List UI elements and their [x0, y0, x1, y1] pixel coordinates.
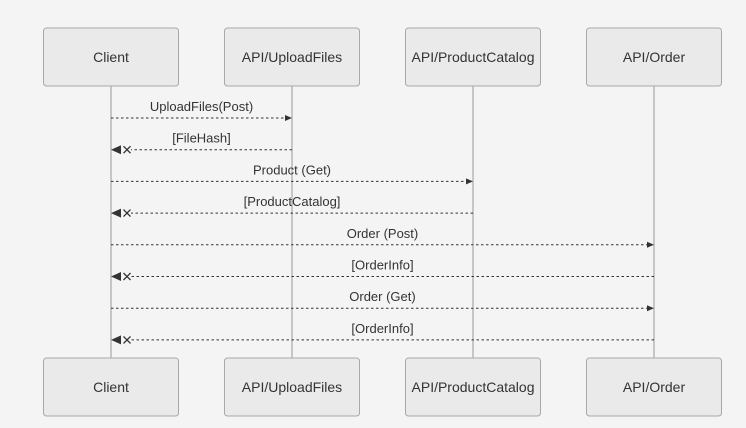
- message-label: [OrderInfo]: [351, 321, 413, 336]
- actor-order-bottom: API/Order: [586, 357, 722, 417]
- actor-label: Client: [93, 49, 129, 65]
- message-2-request: Product (Get): [111, 162, 473, 185]
- message-label: Order (Post): [347, 226, 419, 241]
- actor-label: API/Order: [623, 379, 686, 395]
- actor-label: API/UploadFiles: [242, 379, 342, 395]
- actor-box: [43, 27, 179, 87]
- message-label: [ProductCatalog]: [244, 194, 341, 209]
- arrowhead: [111, 335, 121, 345]
- message-1-response: [FileHash]: [111, 131, 292, 155]
- arrowhead: [285, 115, 292, 121]
- cross-icon: [123, 145, 131, 154]
- actor-label: API/UploadFiles: [242, 49, 342, 65]
- actor-label: API/Order: [623, 49, 686, 65]
- message-label: Order (Get): [349, 289, 415, 304]
- actor-box: [405, 357, 541, 417]
- cross-icon: [123, 209, 131, 218]
- message-label: [FileHash]: [172, 131, 231, 146]
- actor-box: [405, 27, 541, 87]
- actor-box: [224, 27, 360, 87]
- arrowhead: [111, 208, 121, 218]
- actor-label: API/ProductCatalog: [412, 49, 535, 65]
- message-5-response: [OrderInfo]: [111, 258, 654, 281]
- message-4-request: Order (Post): [111, 226, 654, 248]
- actor-order-top: API/Order: [586, 27, 722, 87]
- arrowhead: [647, 305, 654, 312]
- actor-box: [224, 357, 360, 417]
- cross-icon: [123, 272, 131, 281]
- message-0-request: UploadFiles(Post): [111, 99, 292, 121]
- actor-label: API/ProductCatalog: [412, 379, 535, 395]
- actor-box: [43, 357, 179, 417]
- message-label: UploadFiles(Post): [150, 99, 253, 114]
- message-6-request: Order (Get): [111, 289, 654, 312]
- arrowhead: [647, 241, 654, 248]
- message-7-response: [OrderInfo]: [111, 321, 654, 345]
- actor-client-top: Client: [43, 27, 179, 87]
- message-label: [OrderInfo]: [351, 258, 413, 273]
- arrowhead: [111, 272, 121, 281]
- actor-catalog-bottom: API/ProductCatalog: [405, 357, 541, 417]
- arrowhead: [111, 145, 121, 155]
- actor-box: [586, 27, 722, 87]
- actor-label: Client: [93, 379, 129, 395]
- actor-client-bottom: Client: [43, 357, 179, 417]
- actor-box: [586, 357, 722, 417]
- actor-catalog-top: API/ProductCatalog: [405, 27, 541, 87]
- cross-icon: [123, 335, 131, 344]
- arrowhead: [466, 178, 473, 185]
- actor-upload-top: API/UploadFiles: [224, 27, 360, 87]
- actor-upload-bottom: API/UploadFiles: [224, 357, 360, 417]
- message-3-response: [ProductCatalog]: [111, 194, 473, 218]
- message-label: Product (Get): [253, 162, 331, 177]
